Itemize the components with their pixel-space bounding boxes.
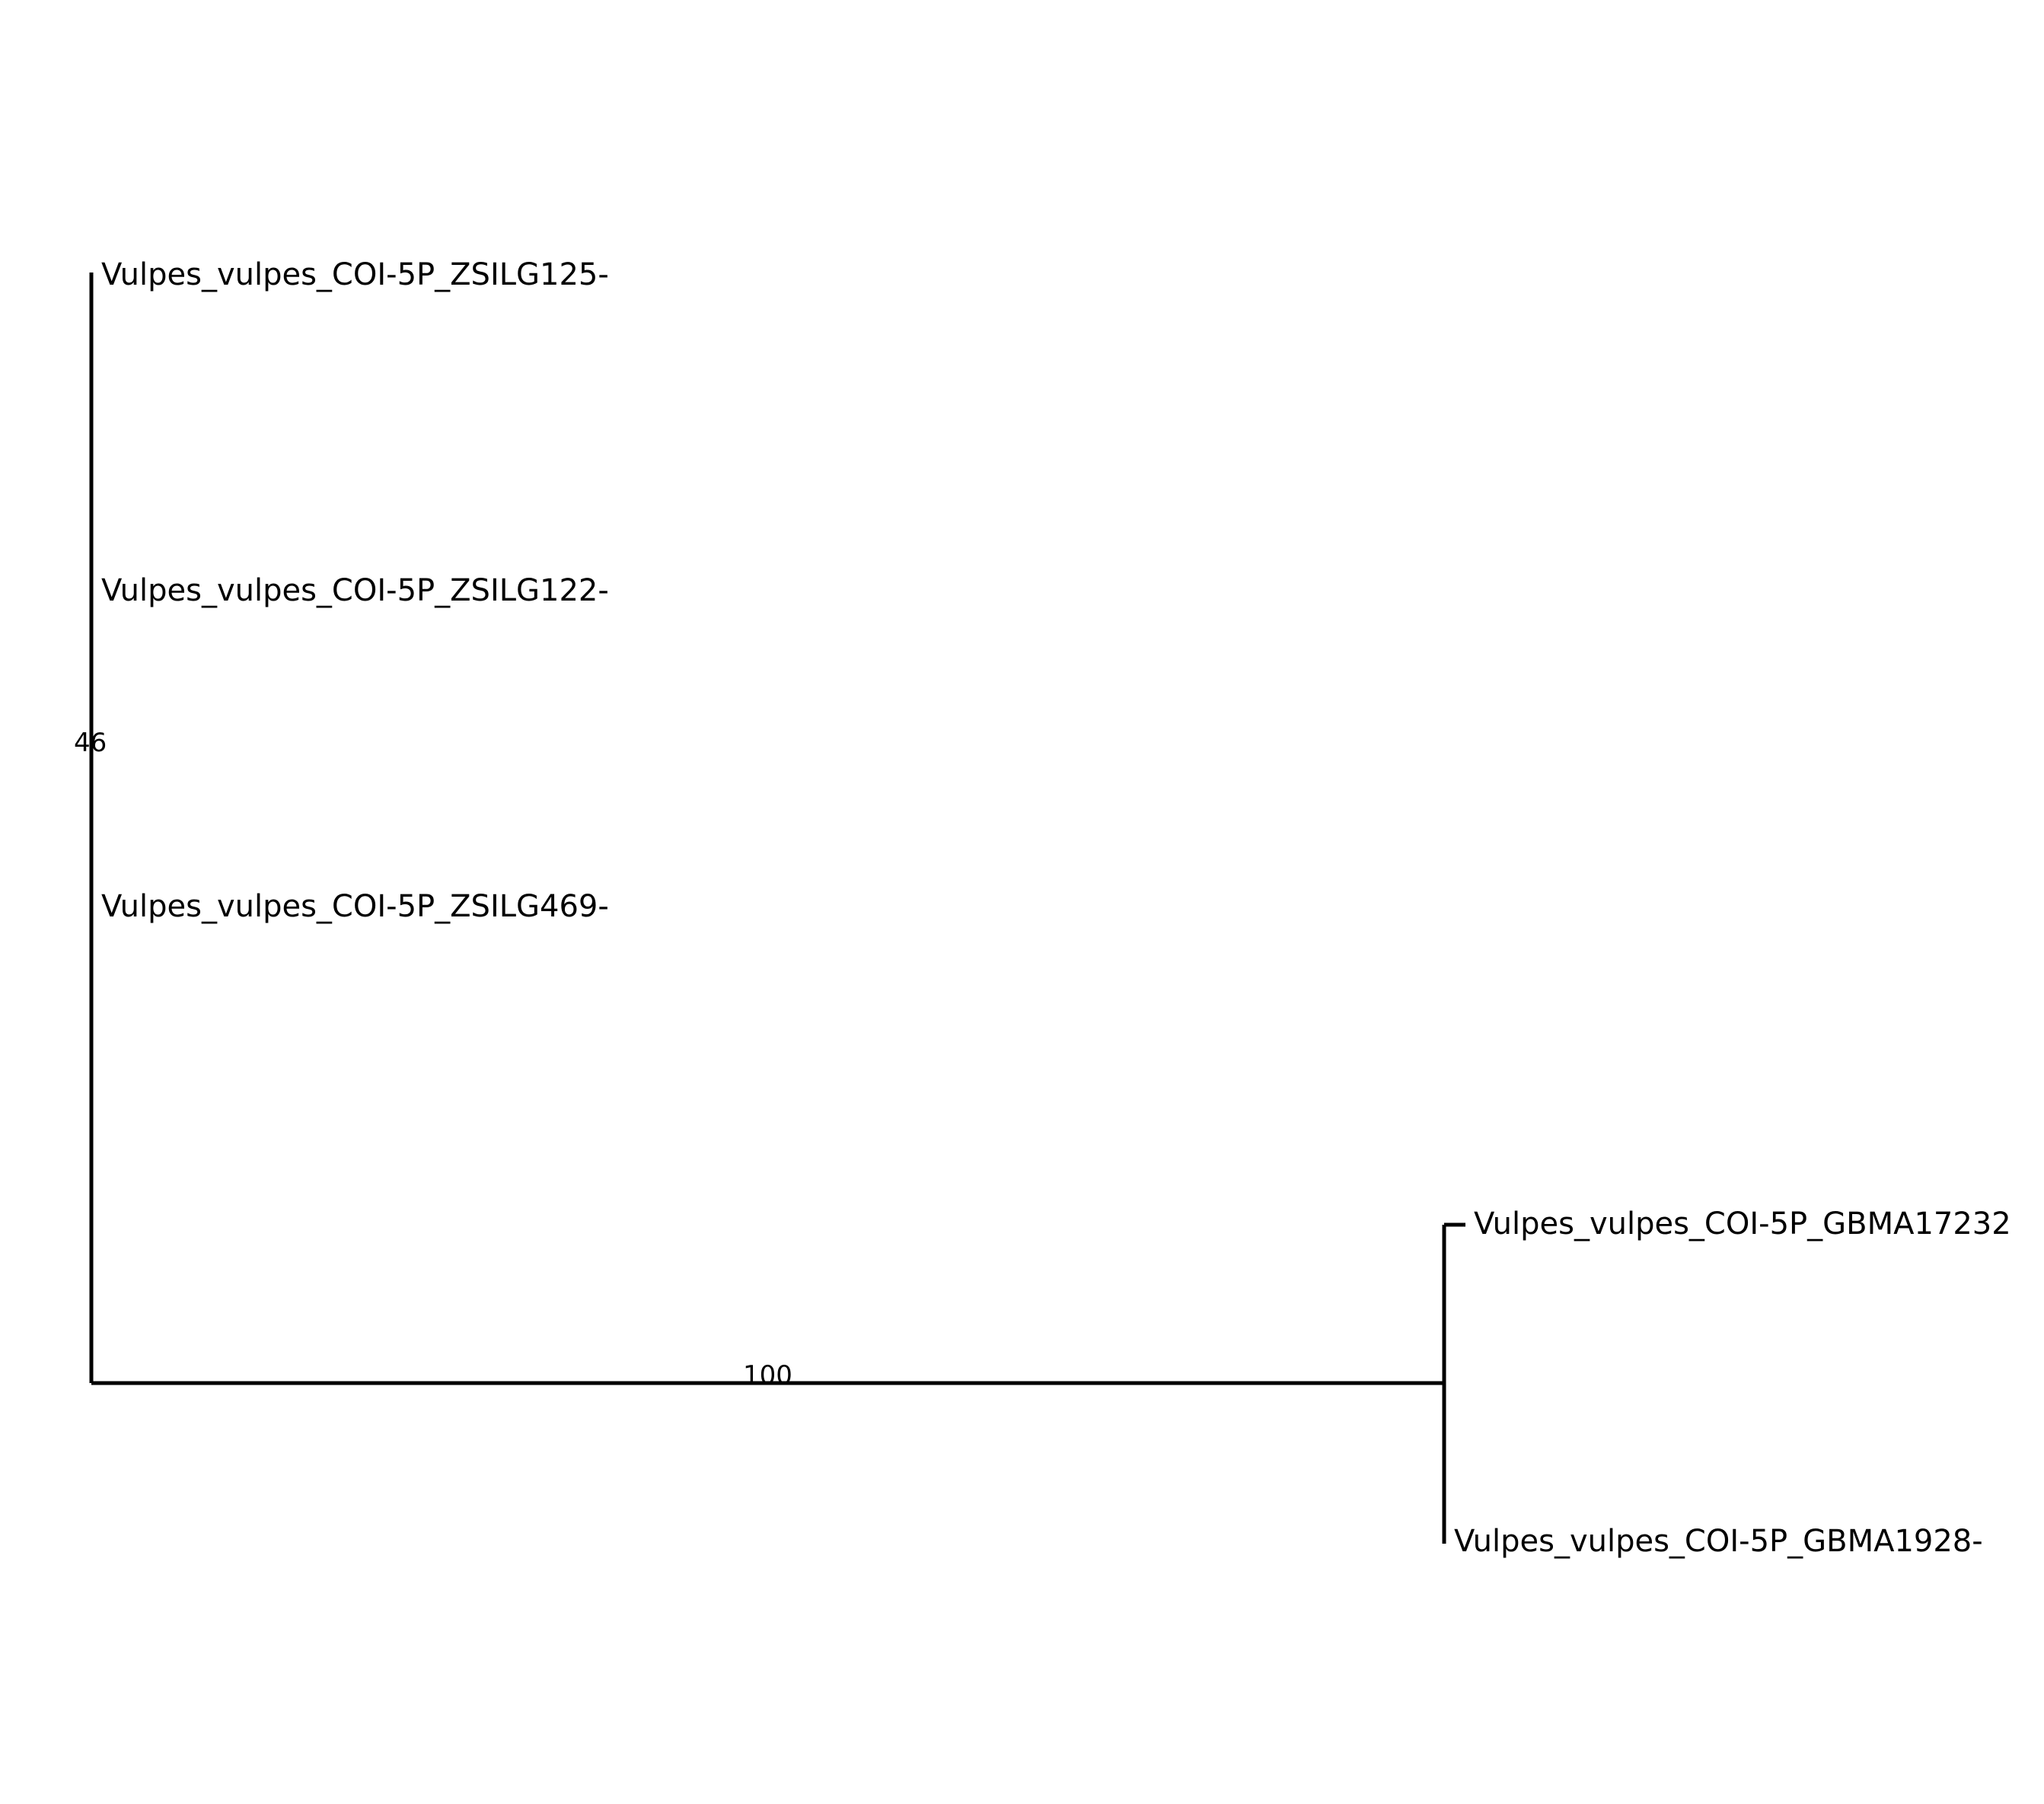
leaf-label-zsilg469: Vulpes_vulpes_COI-5P_ZSILG469- — [101, 889, 609, 924]
leaf-label-zsilg122: Vulpes_vulpes_COI-5P_ZSILG122- — [101, 573, 609, 608]
leaf-label-zsilg125: Vulpes_vulpes_COI-5P_ZSILG125- — [101, 257, 609, 292]
leaf-label-gbma17232: Vulpes_vulpes_COI-5P_GBMA17232 — [1474, 1206, 2011, 1241]
support-value-gbma-clade: 100 — [743, 1360, 792, 1391]
leaf-label-gbma1928: Vulpes_vulpes_COI-5P_GBMA1928- — [1454, 1524, 1983, 1559]
support-value-root: 46 — [74, 728, 107, 758]
